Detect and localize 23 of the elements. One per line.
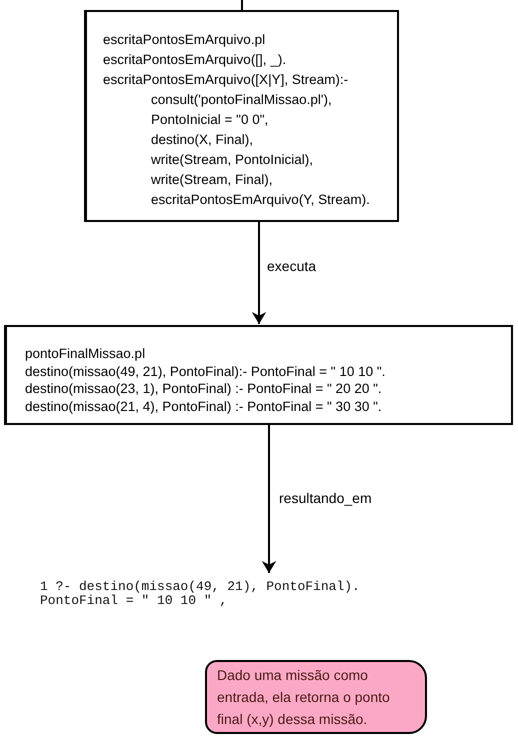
console-output-line: PontoFinal = " 10 10 " , [40, 593, 228, 608]
code-line: write(Stream, Final), [151, 172, 273, 187]
code-line: escritaPontosEmArquivo(Y, Stream). [151, 192, 370, 207]
code-line: consult('pontoFinalMissao.pl'), [151, 92, 332, 107]
code-line: escritaPontosEmArquivo.pl [103, 32, 266, 47]
code-line: destino(missao(21, 4), PontoFinal) :- PontoFinal = " 30 30 ". [25, 398, 382, 414]
code-line: escritaPontosEmArquivo([], _). [103, 52, 286, 67]
code-box [5, 325, 513, 425]
code-line: destino(missao(23, 1), PontoFinal) :- PontoFinal = " 20 20 ". [25, 381, 382, 396]
code-box [85, 10, 399, 222]
note-box [205, 660, 427, 734]
note-text: Dado uma missão como entrada, ela retorna o ponto final (x,y) dessa missão. [217, 666, 391, 729]
code-line: write(Stream, PontoInicial), [151, 152, 314, 167]
connector-line [241, 0, 243, 10]
arrow [262, 425, 276, 573]
console-output-line: 1 ?- destino(missao(49, 21), PontoFinal). [40, 579, 360, 594]
code-line: PontoInicial = "0 0", [151, 112, 268, 127]
code-line: destino(X, Final), [151, 132, 254, 147]
code-line: destino(missao(49, 21), PontoFinal):- PontoFinal = " 10 10 ". [25, 364, 386, 378]
arrow [252, 222, 266, 324]
edge-label: resultando_em [279, 490, 372, 506]
code-line: escritaPontosEmArquivo([X|Y], Stream):- [103, 72, 348, 87]
code-line: pontoFinalMissao.pl [25, 346, 146, 361]
